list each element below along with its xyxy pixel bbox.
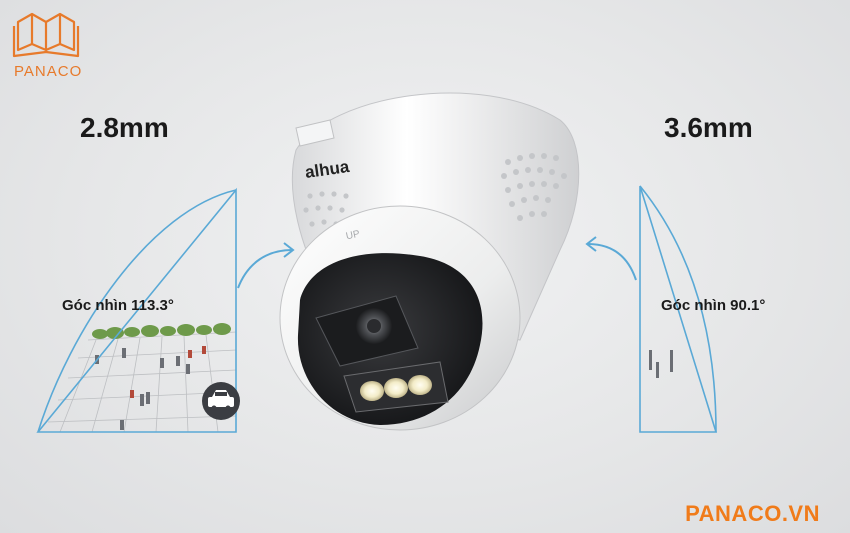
left-angle-label: Góc nhìn 113.3° xyxy=(62,297,174,314)
arrow-left-icon xyxy=(587,243,637,281)
left-fov-diagram xyxy=(36,187,295,433)
brand-logo-text: PANACO xyxy=(14,63,83,80)
right-fov-diagram xyxy=(585,185,718,433)
arrow-right-icon xyxy=(237,249,293,289)
left-focal-length: 2.8mm xyxy=(80,112,169,143)
book-logo-icon xyxy=(12,12,80,58)
right-focal-length: 3.6mm xyxy=(664,112,753,143)
dome-camera-image xyxy=(279,92,580,431)
car-icon xyxy=(202,382,240,420)
website-label: PANACO.VN xyxy=(685,501,820,526)
right-angle-label: Góc nhìn 90.1° xyxy=(661,297,766,314)
